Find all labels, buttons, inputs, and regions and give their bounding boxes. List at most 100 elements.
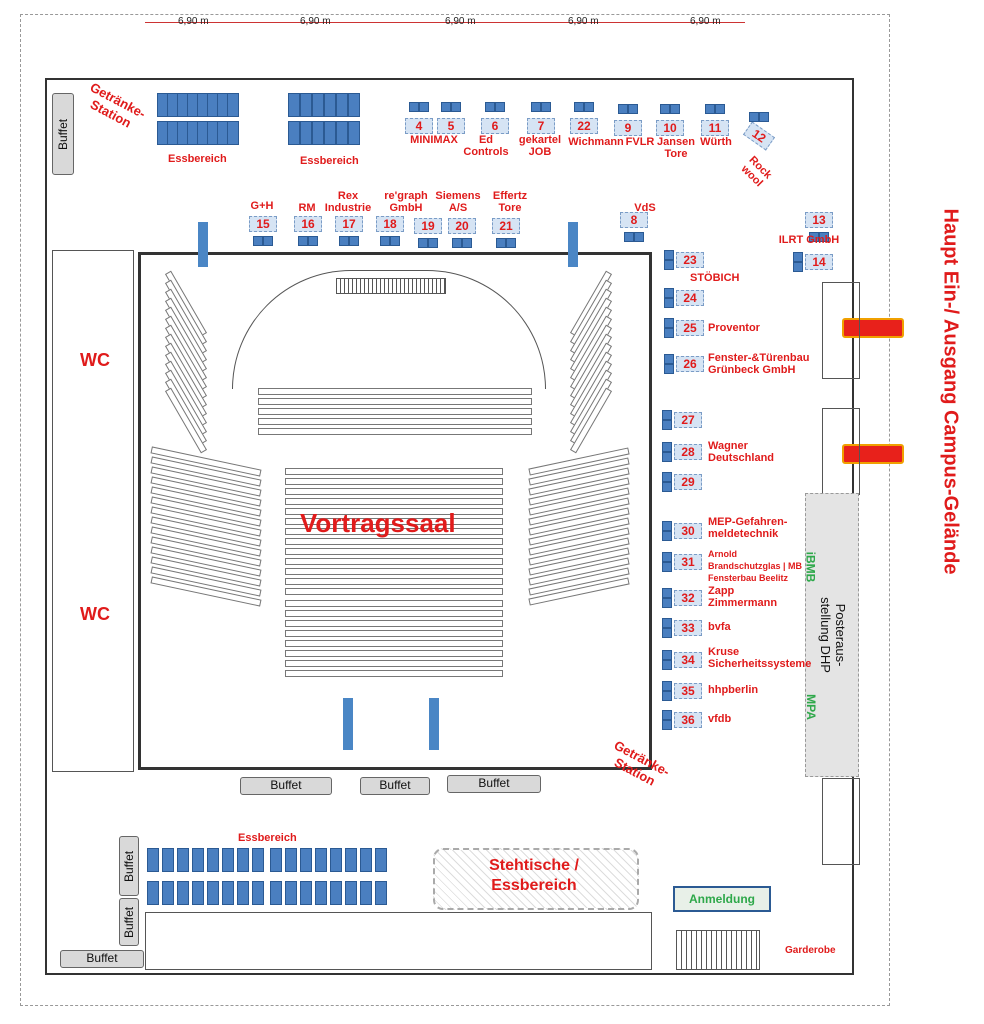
entrance-arrow-icon <box>842 318 904 338</box>
booth-table <box>506 238 516 248</box>
hall-label: Vortragssaal <box>300 508 456 538</box>
booth-table <box>705 104 715 114</box>
booth-table <box>462 238 472 248</box>
booth-table <box>662 660 672 670</box>
booth-table <box>298 236 308 246</box>
booth-number[interactable]: 35 <box>674 683 702 699</box>
booth-number[interactable]: 9 <box>614 120 642 136</box>
booth-number[interactable]: 6 <box>481 118 509 134</box>
booth-exhibitor-name: Wichmann <box>568 136 624 148</box>
booth-table <box>263 236 273 246</box>
dining-table <box>300 93 312 117</box>
booth-number[interactable]: 5 <box>437 118 465 134</box>
booth-number[interactable]: 21 <box>492 218 520 234</box>
booth-table <box>419 102 429 112</box>
dining-table <box>288 121 300 145</box>
dining-table <box>375 881 387 905</box>
booth-number[interactable]: 19 <box>414 218 442 234</box>
booth-number[interactable]: 36 <box>674 712 702 728</box>
booth-number[interactable]: 22 <box>570 118 598 134</box>
poster-area <box>805 493 859 777</box>
booth-table <box>308 236 318 246</box>
dining-table <box>270 881 282 905</box>
booth-table <box>664 364 674 374</box>
booth-number[interactable]: 32 <box>674 590 702 606</box>
booth-number[interactable]: 13 <box>805 212 833 228</box>
booth-number[interactable]: 33 <box>674 620 702 636</box>
booth-number[interactable]: 25 <box>676 320 704 336</box>
left-wing <box>52 250 134 772</box>
booth-exhibitor-name: Proventor <box>708 322 760 334</box>
seat-row <box>285 588 503 595</box>
booth-number[interactable]: 10 <box>656 120 684 136</box>
ibmb-label: iBMB <box>803 551 818 583</box>
booth-number[interactable]: 4 <box>405 118 433 134</box>
booth-table <box>662 710 672 720</box>
booth-table <box>662 650 672 660</box>
seat-row <box>258 398 532 405</box>
booth-table <box>662 588 672 598</box>
dining-table <box>300 881 312 905</box>
mpa-label: MPA <box>803 694 818 720</box>
dining-table <box>345 881 357 905</box>
booth-number[interactable]: 8 <box>620 212 648 228</box>
booth-number[interactable]: 7 <box>527 118 555 134</box>
dining-table <box>192 848 204 872</box>
booth-number[interactable]: 30 <box>674 523 702 539</box>
door[interactable] <box>822 408 860 495</box>
booth-table <box>662 691 672 701</box>
seat-row <box>285 518 503 525</box>
booth-exhibitor-name: STÖBICH <box>690 272 740 284</box>
seat-row <box>285 620 503 627</box>
booth-table <box>664 354 674 364</box>
dining-table <box>147 881 159 905</box>
booth-number[interactable]: 17 <box>335 216 363 232</box>
booth-number[interactable]: 27 <box>674 412 702 428</box>
booth-table <box>662 442 672 452</box>
seat-row <box>285 670 503 677</box>
booth-number[interactable]: 20 <box>448 218 476 234</box>
seat-row <box>258 388 532 395</box>
booth-number[interactable]: 31 <box>674 554 702 570</box>
booth-table <box>664 298 674 308</box>
booth-number[interactable]: 26 <box>676 356 704 372</box>
booth-number[interactable]: 23 <box>676 252 704 268</box>
booth-table <box>662 472 672 482</box>
booth-number[interactable]: 16 <box>294 216 322 232</box>
booth-number[interactable]: 14 <box>805 254 833 270</box>
seat-row <box>285 650 503 657</box>
dining-table <box>300 848 312 872</box>
seat-row <box>285 578 503 585</box>
booth-table <box>662 531 672 541</box>
standing-tables-label: Stehtische / Essbereich <box>489 857 579 894</box>
seat-row <box>285 630 503 637</box>
door[interactable] <box>822 778 860 865</box>
booth-number[interactable]: 11 <box>701 120 729 136</box>
seat-row <box>258 418 532 425</box>
booth-exhibitor-name: re'graph GmbH <box>384 190 428 214</box>
booth-exhibitor-name: Zapp Zimmermann <box>708 585 778 609</box>
booth-table <box>715 104 725 114</box>
dining-table <box>285 881 297 905</box>
booth-table <box>662 628 672 638</box>
door[interactable] <box>822 282 860 379</box>
dining-table <box>375 848 387 872</box>
booth-number[interactable]: 28 <box>674 444 702 460</box>
buffet: Buffet <box>52 93 74 175</box>
booth-table <box>541 102 551 112</box>
booth-number[interactable]: 34 <box>674 652 702 668</box>
booth-table <box>809 232 819 242</box>
dining-table <box>222 848 234 872</box>
booth-number[interactable]: 24 <box>676 290 704 306</box>
dining-table <box>270 848 282 872</box>
booth-number[interactable]: 15 <box>249 216 277 232</box>
booth-exhibitor-name: MEP-Gefahren- meldetechnik <box>708 516 788 540</box>
booth-table <box>452 238 462 248</box>
dining-table <box>227 121 239 145</box>
dining-table <box>348 121 360 145</box>
booth-table <box>662 552 672 562</box>
booth-number[interactable]: 29 <box>674 474 702 490</box>
dining-table <box>288 93 300 117</box>
dining-table <box>315 881 327 905</box>
booth-number[interactable]: 18 <box>376 216 404 232</box>
